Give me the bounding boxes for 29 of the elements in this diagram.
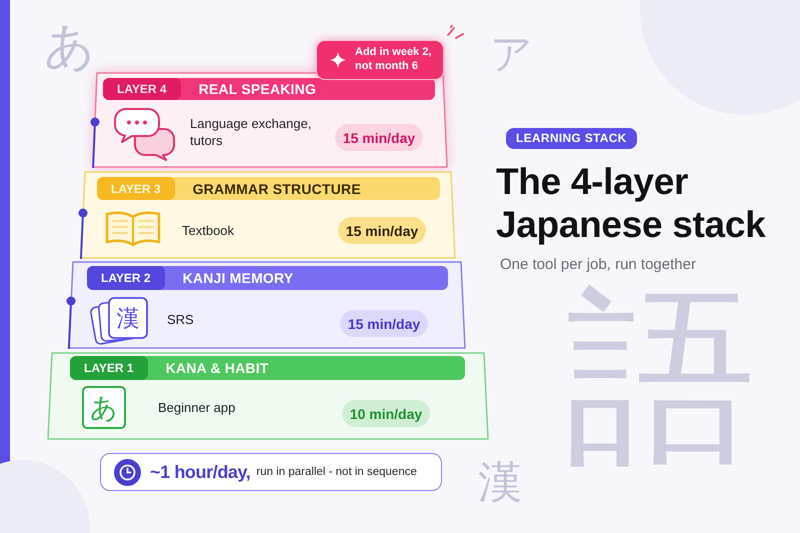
layer-card bbox=[68, 261, 466, 349]
page-title: The 4-layer Japanese stack bbox=[496, 160, 767, 246]
time-chip: 10 min/day bbox=[342, 400, 430, 427]
tool-description: Language exchange, tutors bbox=[190, 115, 312, 149]
layer-title: GRAMMAR STRUCTURE bbox=[192, 180, 361, 196]
tool-description: SRS bbox=[167, 311, 195, 328]
layer-tag: LAYER 2 bbox=[87, 266, 165, 290]
layer-card bbox=[92, 72, 448, 168]
note-callout bbox=[316, 40, 444, 80]
summary-note: run in parallel - not in sequence bbox=[256, 466, 417, 478]
tool-description: Beginner app bbox=[158, 399, 236, 416]
subtitle: One tool per job, run together bbox=[500, 256, 696, 274]
kana-tile: あ bbox=[82, 386, 126, 429]
total-time: ~1 hour/day, bbox=[150, 462, 250, 482]
callout-text: Add in week 2, not month 6 bbox=[355, 46, 432, 73]
layer-tag: LAYER 4 bbox=[103, 78, 181, 100]
summary-banner bbox=[100, 453, 442, 491]
layer-title: KANJI MEMORY bbox=[182, 270, 294, 286]
time-chip: 15 min/day bbox=[338, 217, 426, 244]
layer-card bbox=[80, 171, 456, 259]
section-tag: LEARNING STACK bbox=[506, 128, 637, 149]
layer-tag: LAYER 1 bbox=[70, 356, 148, 380]
time-chip: 15 min/day bbox=[335, 124, 423, 151]
layer-tag: LAYER 3 bbox=[97, 177, 175, 200]
layer-title: KANA & HABIT bbox=[166, 360, 269, 376]
layer-card bbox=[47, 352, 489, 440]
tool-description: Textbook bbox=[182, 222, 236, 239]
time-chip: 15 min/day bbox=[340, 310, 428, 337]
layer-title: REAL SPEAKING bbox=[198, 81, 316, 97]
